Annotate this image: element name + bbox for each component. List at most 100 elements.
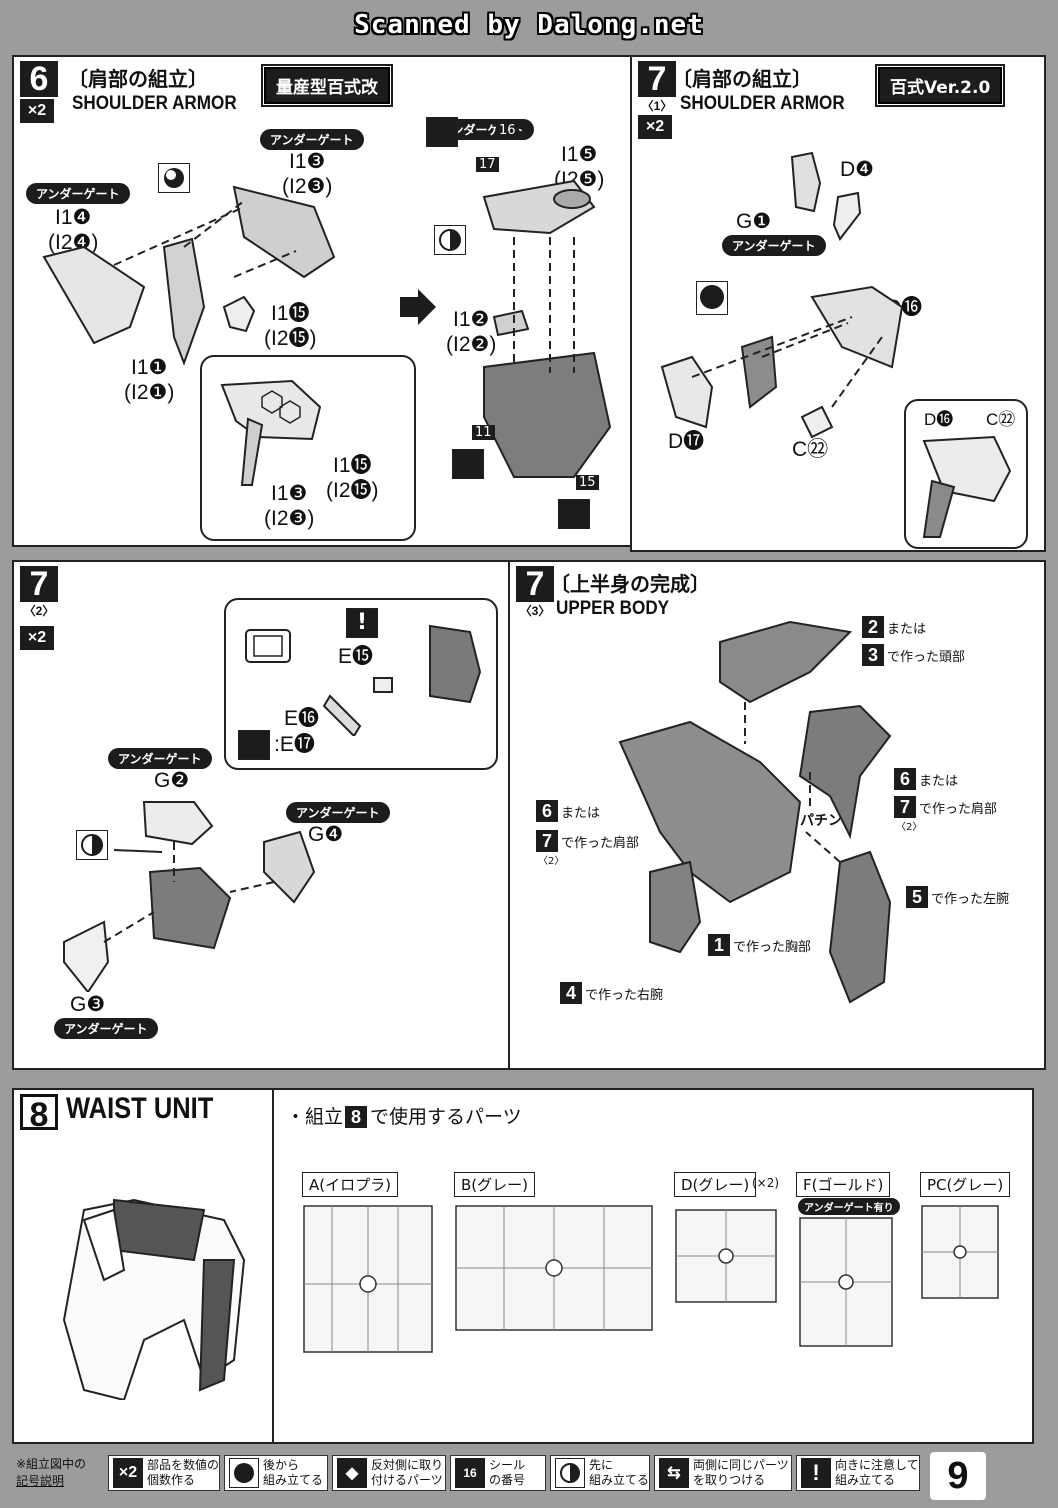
step7-2-count-badge: ×2 bbox=[20, 626, 54, 650]
part-id-alt: (I2❷) bbox=[446, 333, 497, 356]
pre-assembly-icon bbox=[555, 1458, 585, 1488]
caution-icon: ! bbox=[346, 608, 378, 638]
legend-text: 個数作る bbox=[147, 1473, 196, 1487]
part-id: I1❸ bbox=[288, 150, 326, 173]
part-label: G❸ bbox=[70, 993, 106, 1016]
step7-3-jp-title: 〔上半身の完成〕 bbox=[550, 572, 710, 596]
part-label: D⓰ bbox=[924, 410, 954, 429]
part-label: C㉒ bbox=[792, 438, 829, 461]
part-label: D⓱ bbox=[668, 430, 705, 453]
runner-f-art bbox=[799, 1217, 893, 1347]
step6-count-badge: ×2 bbox=[20, 99, 54, 123]
step8-number: 8 bbox=[20, 1094, 58, 1133]
step7-2-number: 7 bbox=[20, 566, 58, 602]
step6-panel: 6 ×2 〔肩部の組立〕 SHOULDER ARMOR 量産型百式改 アンダーゲ… bbox=[12, 55, 632, 547]
step7-1-detail-inset: D⓰ C㉒ bbox=[904, 399, 1028, 549]
step6-en-title: SHOULDER ARMOR bbox=[72, 93, 237, 114]
pre-assembly-icon bbox=[434, 225, 466, 255]
opposite-side-icon: ◆ bbox=[337, 1458, 367, 1488]
watermark-banner: Scanned by Dalong.net bbox=[0, 0, 1058, 50]
snap-sound-label: パチン bbox=[800, 813, 842, 829]
runner-label-d: D(グレー) bbox=[674, 1172, 757, 1197]
step6-model-badge: 量産型百式改 bbox=[261, 64, 393, 107]
rear-assembly-icon bbox=[229, 1458, 259, 1488]
callout-text: または bbox=[919, 774, 959, 789]
step7-1-substep: 〈1〉 bbox=[641, 99, 673, 113]
part-label: C㉒ bbox=[986, 410, 1016, 429]
step-ref-badge: 2 bbox=[862, 616, 884, 638]
step7-1-model-badge: 百式Ver.2.0 bbox=[874, 64, 1006, 107]
part-id-alt: (I2❶) bbox=[124, 381, 175, 404]
part-label: I1❸ (I2❸) bbox=[282, 149, 332, 199]
legend-text: 両側に同じパーツ bbox=[693, 1458, 789, 1472]
step-ref-badge: 6 bbox=[894, 768, 916, 790]
watermark-text: Scanned by Dalong.net bbox=[354, 10, 704, 40]
seal-ref: 17 bbox=[476, 157, 499, 172]
step-substep: 〈2〉 bbox=[896, 822, 923, 833]
part-label: :E⓱ bbox=[274, 733, 315, 756]
part-label: G❹ bbox=[308, 823, 344, 846]
parts-heading-pre: ・組立 bbox=[286, 1106, 344, 1128]
step7-3-substep: 〈3〉 bbox=[519, 604, 551, 618]
parts-heading-post: で使用するパーツ bbox=[370, 1106, 522, 1128]
part-label: I1⓯ (I2⓯) bbox=[264, 301, 317, 351]
step7-1-en-title: SHOULDER ARMOR bbox=[680, 93, 845, 114]
legend-item: ! 向きに注意して組み立てる bbox=[796, 1455, 920, 1491]
part-id: I1❸ bbox=[270, 482, 308, 505]
legend-text: を取りつける bbox=[693, 1473, 766, 1487]
step6-detail-inset: I1⓯ (I2⓯) I1❸ (I2❸) bbox=[200, 355, 416, 541]
legend-text: の番号 bbox=[489, 1473, 526, 1487]
legend-text: 組み立てる bbox=[589, 1473, 650, 1487]
part-id-alt: (I2⓯) bbox=[326, 479, 379, 502]
callout-text: または bbox=[561, 806, 601, 821]
part-id-alt: (I2❸) bbox=[282, 175, 333, 198]
legend-text: 先に bbox=[589, 1458, 614, 1472]
step-ref-badge: 8 bbox=[345, 1106, 368, 1128]
under-gate-label: アンダーゲート有り bbox=[798, 1198, 900, 1215]
callout-text: で作った頭部 bbox=[887, 650, 966, 665]
part-id: I1⓯ bbox=[332, 454, 372, 477]
step8-divider bbox=[272, 1090, 274, 1442]
symbol-legend: ※組立図中の 記号説明 ×2 部品を数値の個数作る 後から組み立てる ◆ 反対側… bbox=[0, 1448, 1058, 1508]
part-label: I1⓯ (I2⓯) bbox=[326, 453, 379, 503]
legend-text: シール bbox=[489, 1458, 526, 1472]
legend-item: 後から組み立てる bbox=[224, 1455, 328, 1491]
legend-text: 組み立てる bbox=[835, 1473, 896, 1487]
rear-assembly-icon bbox=[696, 281, 728, 315]
step-ref-badge: 7 bbox=[894, 796, 916, 818]
runner-pc-art bbox=[921, 1205, 999, 1299]
step-ref-badge: 7 bbox=[536, 830, 558, 852]
next-step-arrow-icon bbox=[400, 289, 436, 325]
runner-label-a: A(イロプラ) bbox=[302, 1172, 398, 1197]
runner-b-art bbox=[455, 1205, 653, 1331]
shoulder-detail-art bbox=[922, 435, 1012, 538]
step7-3-number: 7 bbox=[516, 566, 554, 602]
step8-title: WAIST UNIT bbox=[66, 1092, 214, 1125]
shoulder-base-art bbox=[482, 179, 612, 478]
caution-icon: ! bbox=[801, 1458, 831, 1488]
part-label: G❷ bbox=[154, 769, 190, 792]
callout-text: で作った肩部 bbox=[919, 802, 998, 817]
legend-item: 先に組み立てる bbox=[550, 1455, 650, 1491]
multiply-icon: ×2 bbox=[113, 1458, 143, 1488]
shoulder-armor-assembly-art bbox=[63, 801, 316, 992]
step-ref-badge: 5 bbox=[906, 886, 928, 908]
page-number: 9 bbox=[930, 1452, 986, 1500]
both-sides-icon bbox=[452, 449, 484, 479]
legend-title: ※組立図中の 記号説明 bbox=[16, 1456, 86, 1490]
seal-ref: 15 bbox=[576, 475, 599, 490]
shoulder-armor-parts-art bbox=[42, 185, 336, 366]
seal-ref: 16 bbox=[496, 123, 519, 138]
both-sides-icon bbox=[558, 499, 590, 529]
shoulder-armor-parts-art bbox=[660, 151, 904, 439]
legend-text: 向きに注意して bbox=[835, 1458, 919, 1472]
under-gate-label: アンダーゲート bbox=[260, 129, 364, 150]
